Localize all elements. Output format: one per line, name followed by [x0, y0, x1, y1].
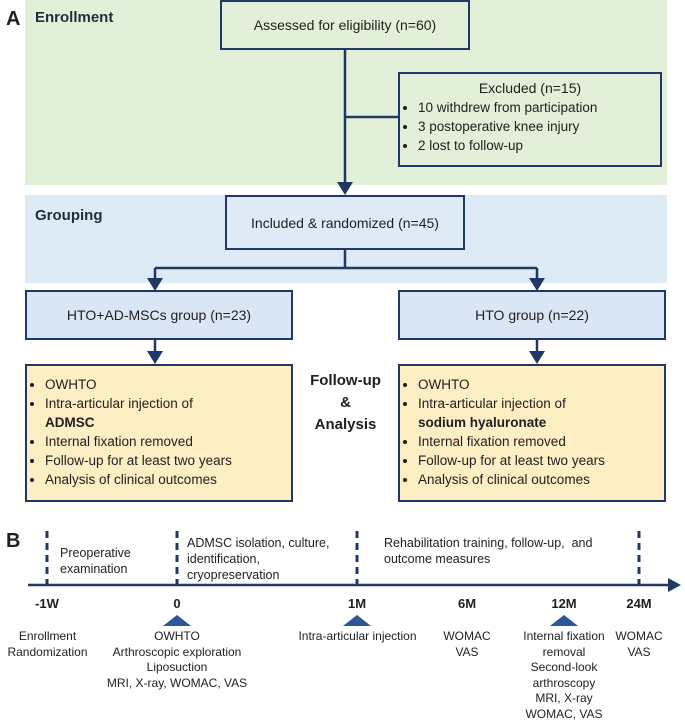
tick-label: 1M: [347, 596, 367, 611]
followup-item: OWHTO: [418, 375, 664, 394]
enrollment-title: Enrollment: [35, 9, 114, 26]
followup-label-line: Follow-up: [310, 372, 381, 389]
excluded-item: 10 withdrew from participation: [418, 98, 660, 117]
event-enrollment: Enrollment Randomization: [7, 629, 88, 659]
followup-item: Follow-up for at least two years: [45, 451, 291, 470]
followup-item: Internal fixation removed: [45, 432, 291, 451]
followup-item-treatment: sodium hyaluronate: [418, 415, 547, 430]
excluded-item: 3 postoperative knee injury: [418, 117, 660, 136]
group-left-box: HTO+AD-MSCs group (n=23): [25, 290, 293, 340]
tick-label: 24M: [626, 596, 652, 611]
phase-admsc: ADMSC isolation, culture, identification…: [187, 536, 330, 582]
event-surgery: OWHTO Arthroscopic exploration Liposucti…: [106, 629, 248, 690]
excluded-title: Excluded (n=15): [478, 80, 582, 96]
tick-label: 12M: [551, 596, 577, 611]
phase-preoperative: Preoperative examination: [60, 546, 131, 576]
followup-right-box: OWHTO Intra-articular injection of sodiu…: [398, 364, 666, 502]
tick-label: 0: [173, 596, 181, 611]
panel-b-label: B: [6, 530, 21, 552]
group-left-label: HTO+AD-MSCs group (n=23): [66, 307, 252, 323]
followup-item: Internal fixation removed: [418, 432, 664, 451]
followup-label-line: &: [340, 394, 351, 411]
followup-item: OWHTO: [45, 375, 291, 394]
assessed-label: Assessed for eligibility (n=60): [253, 17, 437, 33]
followup-left-box: OWHTO Intra-articular injection of ADMSC…: [25, 364, 293, 502]
followup-item: Follow-up for at least two years: [418, 451, 664, 470]
randomized-label: Included & randomized (n=45): [251, 214, 439, 231]
panel-a-label: A: [6, 8, 21, 30]
followup-item-treatment: ADMSC: [45, 415, 95, 430]
followup-item: Intra-articular injection of: [45, 394, 291, 413]
group-right-box: HTO group (n=22): [398, 290, 666, 340]
followup-item: Analysis of clinical outcomes: [45, 470, 291, 489]
assessed-box: Assessed for eligibility (n=60): [220, 0, 470, 50]
excluded-box: Excluded (n=15) 10 withdrew from partici…: [398, 72, 662, 167]
tick-label: 6M: [457, 596, 477, 611]
grouping-title: Grouping: [35, 207, 103, 224]
randomized-box: Included & randomized (n=45): [225, 195, 465, 250]
followup-item: Intra-articular injection of: [418, 394, 664, 413]
followup-item: Analysis of clinical outcomes: [418, 470, 664, 489]
event-24m: WOMAC VAS: [615, 629, 663, 659]
excluded-item: 2 lost to follow-up: [418, 136, 660, 155]
group-right-label: HTO group (n=22): [475, 307, 589, 323]
event-6m: WOMAC VAS: [443, 629, 491, 659]
followup-label-line: Analysis: [314, 416, 377, 433]
tick-label: -1W: [35, 596, 59, 611]
event-12m: Internal fixation removal Second-look ar…: [523, 629, 605, 721]
event-injection: Intra-articular injection: [298, 629, 417, 643]
phase-rehab: Rehabilitation training, follow-up, and …: [384, 536, 593, 566]
followup-analysis-label: Follow-up & Analysis: [293, 370, 398, 436]
